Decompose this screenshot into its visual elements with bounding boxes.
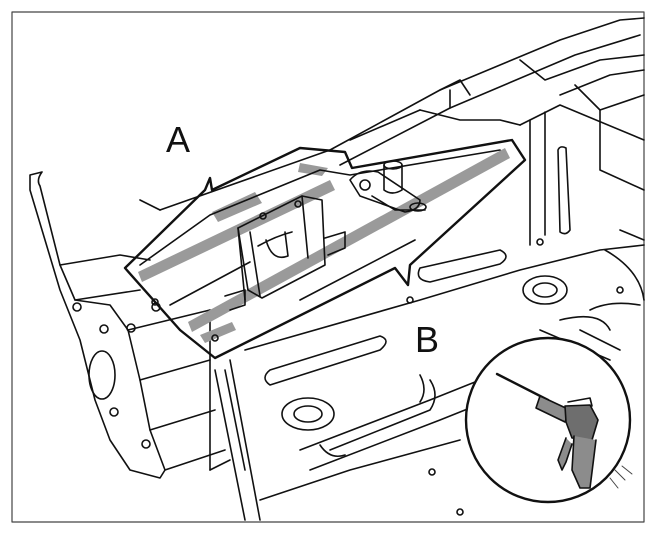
label-b: B — [415, 319, 440, 360]
sealant-patch-2 — [298, 163, 328, 176]
stud — [383, 164, 403, 194]
inset-tool-circle — [464, 336, 633, 504]
label-a: A — [166, 119, 191, 160]
sealant-band-lower — [188, 148, 510, 332]
sealant-band-upper — [138, 180, 335, 282]
sealant-patch-3 — [200, 322, 236, 343]
sealant-gun-icon — [495, 372, 599, 489]
diagram-border — [11, 11, 645, 523]
left-side-bracket — [29, 171, 246, 479]
area-a-panel — [139, 149, 501, 342]
floor-panel — [214, 238, 645, 521]
area-a-outline — [123, 138, 527, 360]
body-structure-background — [139, 17, 645, 301]
